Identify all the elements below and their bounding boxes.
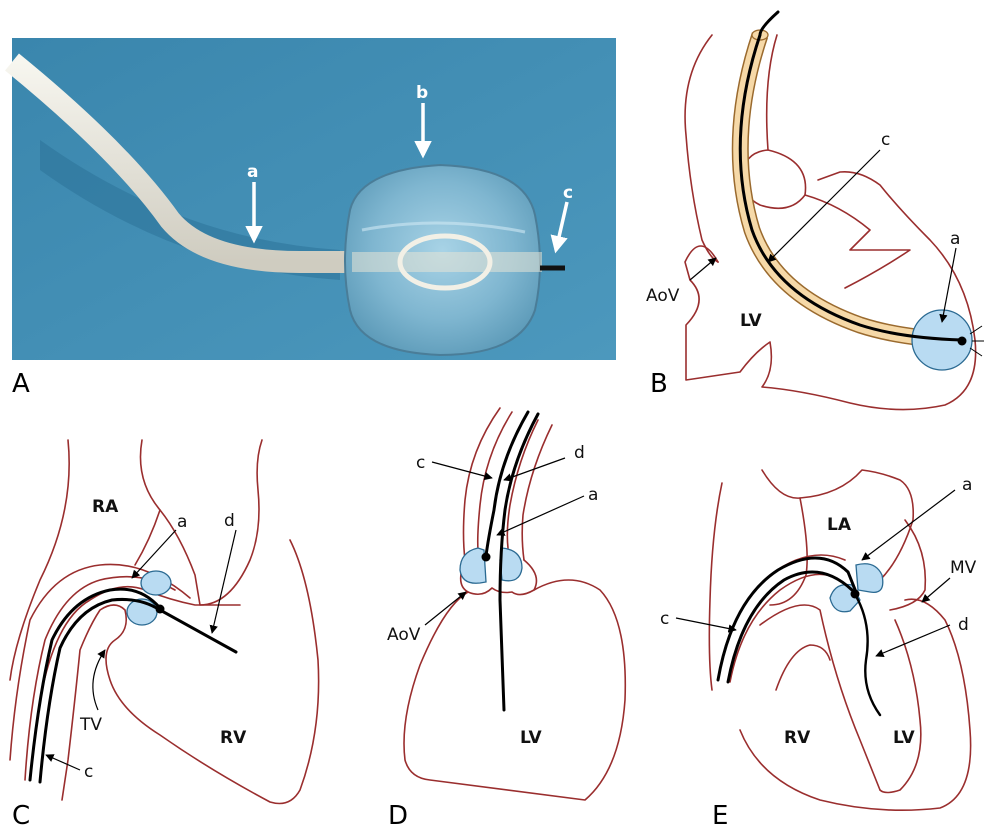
label-a-d: a (588, 485, 598, 505)
wire-tip-c (156, 605, 165, 614)
catheter-sheath-b-fill (740, 35, 955, 340)
label-c-e: c (660, 609, 669, 629)
aorta-outline-right (767, 35, 777, 150)
outer-left-e (709, 483, 722, 690)
label-ra-c: RA (92, 497, 119, 517)
label-aov-b: AoV (646, 286, 680, 306)
rv-inner-e (776, 645, 830, 690)
pointer-c-e (676, 618, 736, 630)
photo-label-a: a (247, 162, 258, 182)
label-lv-e: LV (893, 728, 915, 748)
label-c-d: c (416, 453, 425, 473)
pointer-d-c (212, 530, 236, 633)
panel-letter-d: D (388, 801, 408, 831)
panel-letter-b: B (650, 369, 668, 399)
balloon-c-upper (141, 571, 171, 595)
label-lv-b: LV (740, 311, 762, 331)
label-d-e: d (958, 615, 969, 635)
label-c-b: c (881, 130, 890, 150)
pointer-a-e (862, 490, 955, 560)
wire-tip-b (958, 337, 967, 346)
panel-e: a LA MV c d RV LV E (660, 470, 977, 831)
label-a-e: a (962, 475, 972, 495)
panel-b: c a AoV LV B (646, 12, 984, 410)
panel-letter-c: C (12, 801, 30, 831)
catheter-sheath-b (740, 35, 955, 340)
panel-d: c d a AoV LV D (387, 408, 625, 831)
septum-e-left (760, 605, 880, 790)
balloon-e-upper (856, 564, 883, 593)
balloon-d-right (500, 548, 522, 581)
label-tv-c: TV (79, 715, 102, 735)
pointer-c-c (46, 755, 80, 770)
wire-tip-e (851, 590, 860, 599)
pointer-aov-d (425, 592, 466, 625)
panel-a: a b c A (12, 38, 616, 399)
pointer-c-d (432, 462, 492, 478)
lv-d-outline (404, 580, 625, 800)
label-d-d: d (574, 443, 585, 463)
tip-rays-b (970, 326, 984, 356)
photo-balloon (345, 165, 542, 355)
tricuspid-outline (135, 510, 160, 565)
label-lv-d: LV (520, 728, 542, 748)
label-mv-e: MV (950, 558, 977, 578)
la-left-wall (770, 498, 807, 605)
aorta-d-left-outer (464, 408, 501, 560)
label-c-c: c (84, 762, 93, 782)
pointer-d-e (876, 625, 950, 656)
label-a-c: a (177, 512, 187, 532)
label-a-b: a (950, 229, 960, 249)
wire-tip-d (482, 553, 491, 562)
ventricle-outline (685, 172, 976, 410)
guidewire-b (740, 12, 962, 340)
photo-label-c: c (563, 183, 573, 203)
label-rv-c: RV (220, 728, 247, 748)
label-la-e: LA (827, 515, 852, 535)
pointer-mv-e (922, 578, 950, 602)
label-rv-e: RV (784, 728, 811, 748)
photo-label-b: b (416, 83, 428, 103)
pointer-tv-c (93, 650, 105, 710)
pointer-c-b (768, 150, 880, 262)
label-d-c: d (224, 511, 235, 531)
pointer-aov-b (690, 258, 716, 280)
aorta-outline-left (685, 35, 718, 262)
label-aov-d: AoV (387, 625, 421, 645)
panel-c: RA a d TV RV c C (10, 440, 319, 831)
panel-letter-e: E (712, 801, 728, 831)
panel-letter-a: A (12, 369, 30, 399)
